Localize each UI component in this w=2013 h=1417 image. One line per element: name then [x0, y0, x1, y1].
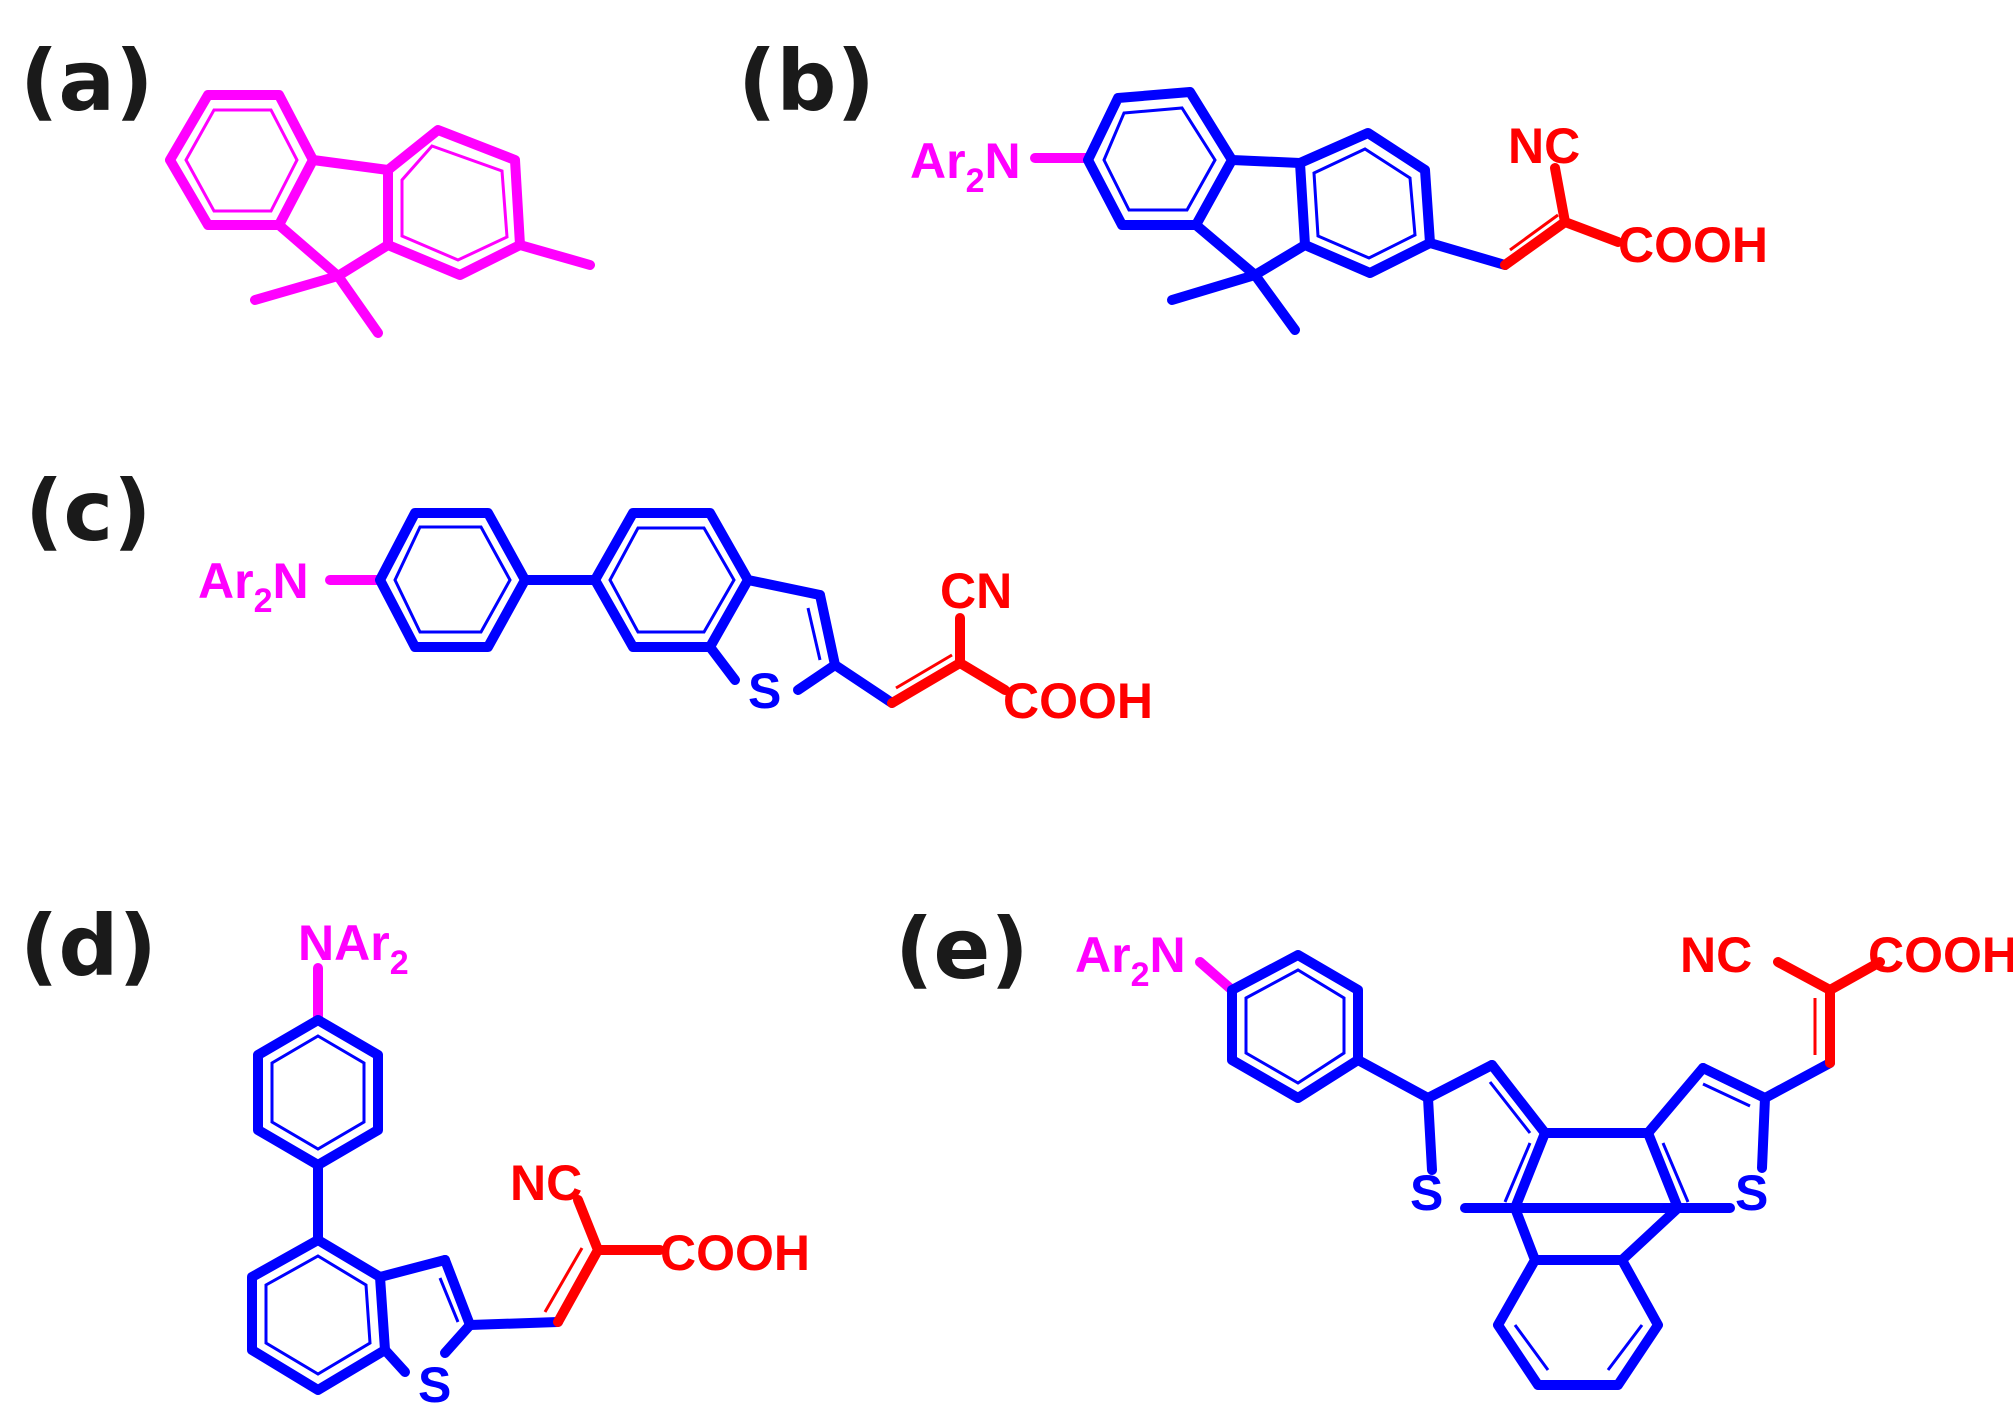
acid-label-e: COOH	[1868, 927, 2013, 983]
cyanoacrylic-acceptor-e: NC COOH	[1680, 927, 2013, 1068]
sulfur-label-e-left: S	[1410, 1165, 1443, 1221]
acid-label-c: COOH	[1003, 673, 1153, 729]
panel-label-b: (b)	[738, 32, 875, 130]
cyano-label-d: NC	[510, 1155, 582, 1211]
cyanoacrylic-acceptor-b: NC COOH	[1500, 118, 1768, 273]
fluorene-core	[1083, 87, 1510, 335]
sulfur-label-d: S	[418, 1357, 451, 1413]
cyano-label-e: NC	[1680, 927, 1752, 983]
diarylamine-donor-label: NAr2	[298, 915, 409, 982]
panel-c: (c) Ar2N S CN COOH	[25, 462, 1153, 729]
panel-label-a: (a)	[20, 32, 153, 130]
phenyl-benzothiophene-core: S	[375, 508, 897, 719]
panel-e: (e) Ar2N S S	[895, 900, 2013, 1390]
diarylamine-donor-label: Ar2N	[910, 133, 1021, 200]
panel-label-e: (e)	[895, 900, 1029, 998]
cyanoacrylic-acceptor-d: NC COOH	[510, 1155, 810, 1327]
panel-label-d: (d)	[20, 897, 157, 995]
panel-d: (d) NAr2 S NC COOH	[20, 897, 810, 1413]
acid-label-d: COOH	[660, 1225, 810, 1281]
panel-label-c: (c)	[25, 462, 152, 560]
donor-bond	[1195, 957, 1237, 995]
phenyl-benzothiophene-core: S	[247, 1015, 563, 1413]
cyano-label-c: CN	[940, 563, 1012, 619]
phenyl-dithienonaphthalene-core: S S	[1227, 950, 1835, 1390]
diarylamine-donor-label: Ar2N	[1075, 927, 1186, 994]
sulfur-label-c: S	[748, 663, 781, 719]
dimethylfluorene-fragment	[165, 90, 595, 338]
cyano-label-b: NC	[1508, 118, 1580, 174]
cyanoacrylic-acceptor-c: CN COOH	[887, 563, 1153, 729]
panel-a: (a)	[20, 32, 595, 338]
diarylamine-donor-label: Ar2N	[198, 553, 309, 620]
sulfur-label-e-right: S	[1735, 1165, 1768, 1221]
acid-label-b: COOH	[1618, 217, 1768, 273]
panel-b: (b) Ar2N NC COOH	[738, 32, 1768, 335]
